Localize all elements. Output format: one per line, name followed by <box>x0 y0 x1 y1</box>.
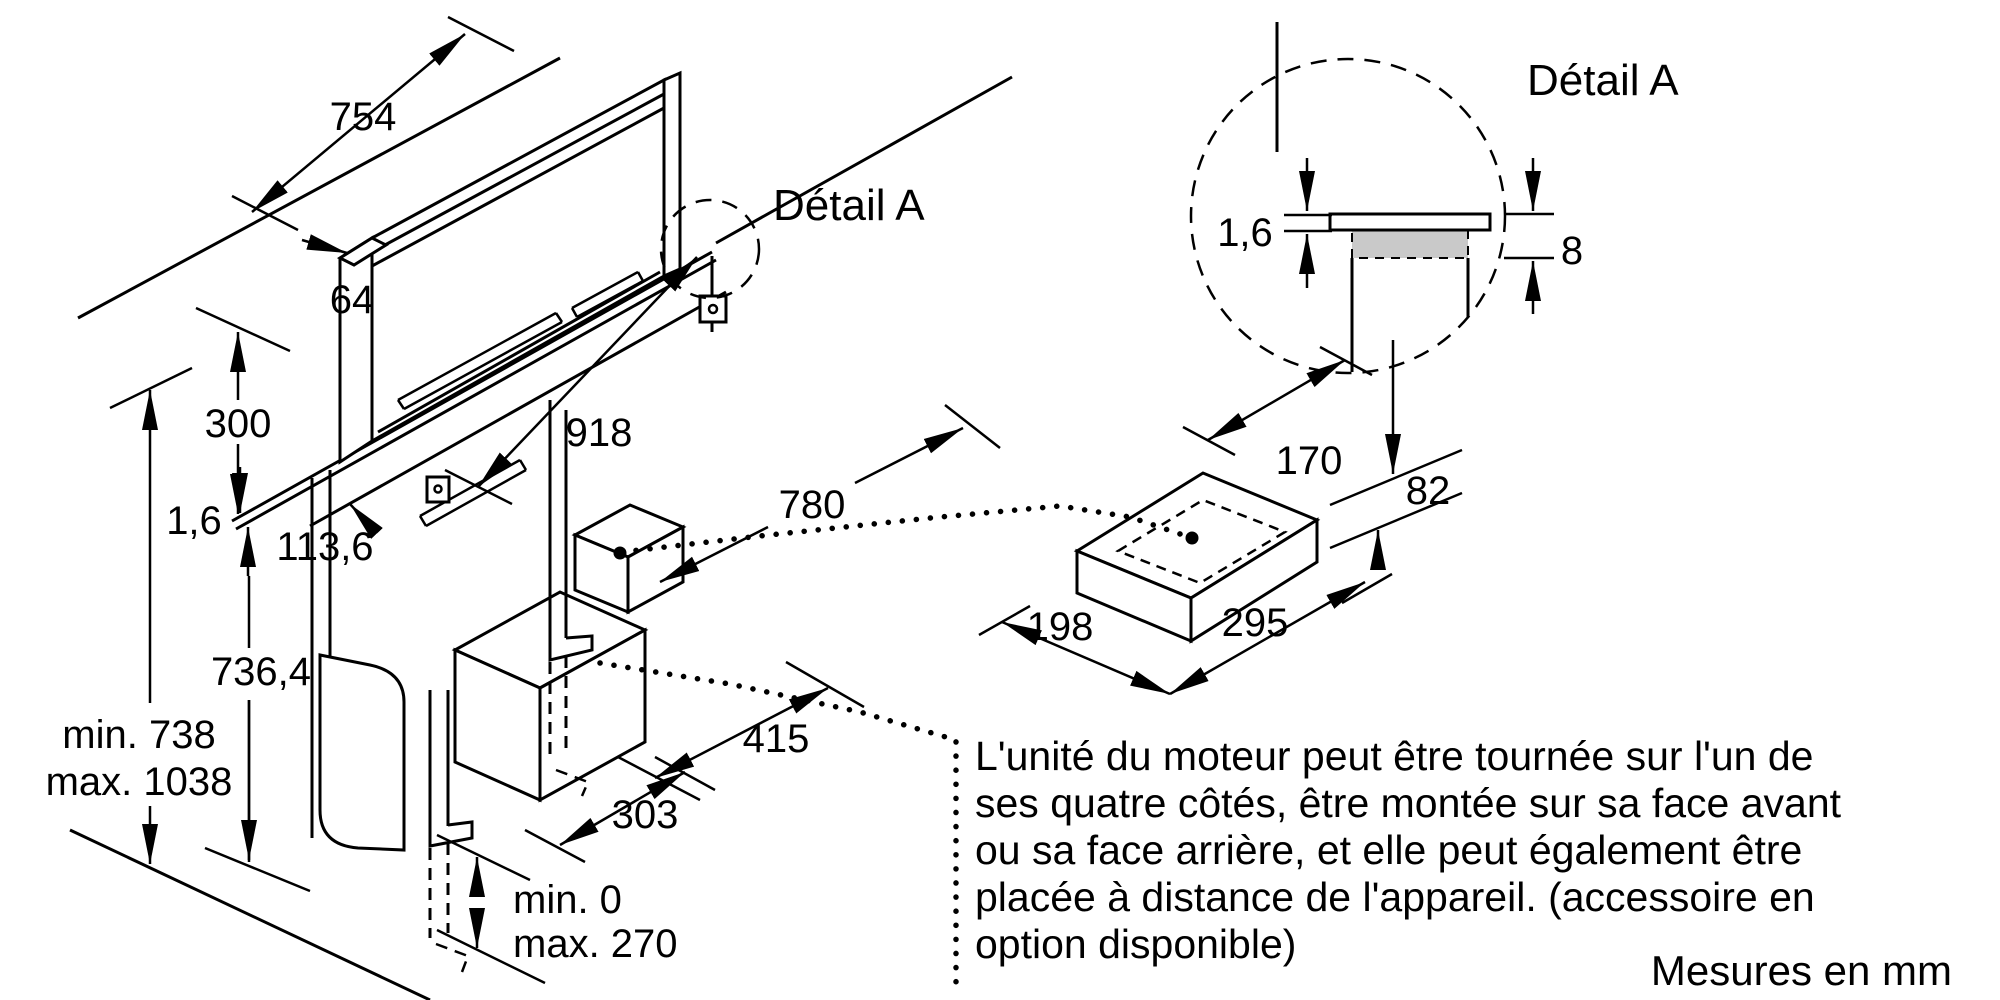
svg-text:300: 300 <box>205 402 272 446</box>
dim-170: 170 <box>1182 345 1373 483</box>
detail-a-view: 1,6 8 Détail A <box>1189 22 1679 375</box>
dim-736-4: 736,4 <box>204 576 311 893</box>
svg-text:736,4: 736,4 <box>211 650 311 694</box>
svg-text:1,6: 1,6 <box>166 499 222 543</box>
base-plate <box>318 653 406 852</box>
dim-foot-min-max: min. 0 max. 270 <box>436 833 678 985</box>
dim-64: 64 <box>301 234 375 322</box>
dim-1-6: 1,6 <box>166 467 256 576</box>
svg-text:8: 8 <box>1561 229 1583 273</box>
dim-min-max-height: min. 738 max. 1038 <box>46 366 233 864</box>
detail-a-marker-label: Détail A <box>773 181 925 230</box>
svg-text:918: 918 <box>566 411 633 455</box>
dim-303: 303 <box>524 755 716 864</box>
mounting-bracket-left <box>425 475 451 504</box>
main-drawing: Détail A 754 64 300 1,6 113,6 <box>46 15 1013 1000</box>
dim-780: 780 <box>659 404 1001 584</box>
detail-a-circle <box>1189 57 1507 375</box>
svg-text:113,6: 113,6 <box>276 525 373 569</box>
svg-text:min. 0: min. 0 <box>513 878 622 922</box>
svg-text:82: 82 <box>1406 469 1451 513</box>
dim-415: 415 <box>617 660 865 802</box>
note-line: option disponible) <box>975 921 1296 967</box>
motor-unit-flange <box>1115 498 1288 585</box>
note-line: placée à distance de l'appareil. (access… <box>975 874 1815 920</box>
dim-295: 295 <box>1169 572 1393 696</box>
note-line: ses quatre côtés, être montée sur sa fac… <box>975 780 1842 826</box>
svg-text:303: 303 <box>612 793 679 837</box>
dim-198: 198 <box>978 604 1171 696</box>
note-line: ou sa face arrière, et elle peut égaleme… <box>975 827 1802 873</box>
detail-a-title: Détail A <box>1527 56 1679 105</box>
svg-text:780: 780 <box>779 483 846 527</box>
detail-dim-1-6: 1,6 <box>1217 158 1332 288</box>
svg-text:1,6: 1,6 <box>1217 211 1273 255</box>
dim-754: 754 <box>231 15 515 232</box>
under-counter-housing <box>310 294 728 852</box>
svg-text:min. 738: min. 738 <box>62 713 215 757</box>
dotted-leaders <box>597 503 1189 988</box>
detail-dim-8: 8 <box>1504 158 1583 314</box>
leader-end-dot <box>1185 531 1199 545</box>
cover-plate <box>1328 212 1492 232</box>
units-label: Mesures en mm <box>1651 947 1952 994</box>
dim-300: 300 <box>195 306 291 514</box>
hood-panel-left-post-top <box>336 236 390 267</box>
mounting-bracket-right <box>698 294 728 324</box>
leader-to-motor-unit <box>619 503 1189 555</box>
svg-text:max. 1038: max. 1038 <box>46 760 233 804</box>
worktop-rear-extension-line <box>715 75 1013 245</box>
svg-text:295: 295 <box>1222 601 1289 645</box>
hood-panel-left-post <box>338 235 374 465</box>
svg-text:415: 415 <box>743 717 810 761</box>
dim-113-6: 113,6 <box>276 503 383 569</box>
note-text-block: L'unité du moteur peut être tournée sur … <box>975 733 1842 967</box>
blower-outlet-box <box>571 503 687 615</box>
dim-82: 82 <box>1329 340 1463 570</box>
support-rail-left <box>428 690 474 973</box>
svg-text:754: 754 <box>330 95 397 139</box>
motor-unit-view: 170 82 198 295 <box>978 340 1463 696</box>
svg-text:170: 170 <box>1276 439 1343 483</box>
svg-text:max. 270: max. 270 <box>513 922 678 966</box>
floor-edge-line <box>69 828 431 1000</box>
detail-a-marker-circle <box>659 198 761 300</box>
svg-text:198: 198 <box>1027 605 1094 649</box>
svg-text:64: 64 <box>330 278 375 322</box>
dim-918: 918 <box>444 256 698 506</box>
note-line: L'unité du moteur peut être tournée sur … <box>975 733 1813 779</box>
